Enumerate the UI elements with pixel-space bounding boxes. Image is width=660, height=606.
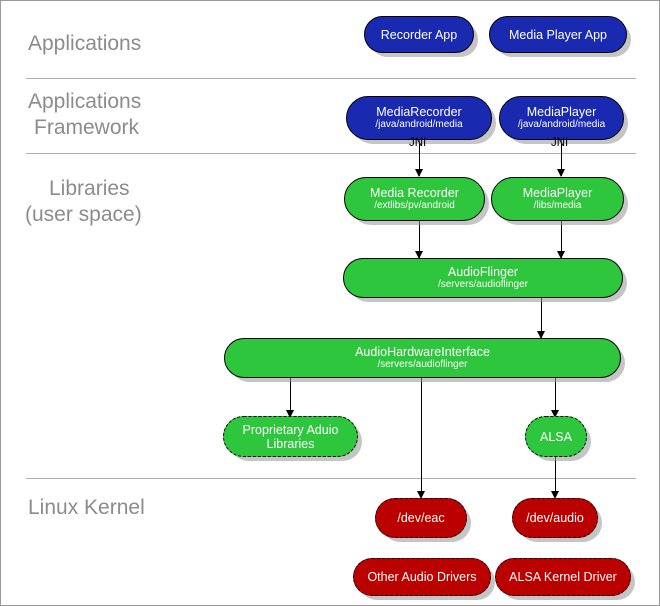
node-media-player-app[interactable]: Media Player App xyxy=(489,16,627,53)
node-audiohardwareinterface-subtitle: /servers/audioflinger xyxy=(377,359,468,370)
node-mediaplayer-lib-subtitle: /libs/media xyxy=(533,200,582,211)
connector-ahi-to-dev-eac xyxy=(421,377,423,496)
arrowhead-ahi-to-alsa xyxy=(551,410,559,418)
layer-label-libraries-line2: (user space) xyxy=(25,203,142,226)
node-audioflinger-subtitle: /servers/audioflinger xyxy=(437,279,529,290)
node-media-recorder-lib-title: Media Recorder xyxy=(370,186,459,200)
arrowhead-ahi-to-proprietary xyxy=(286,410,294,418)
node-recorder-app[interactable]: Recorder App xyxy=(364,16,474,53)
connector-mediaplayer-to-audioflinger xyxy=(561,221,563,258)
node-alsa-title: ALSA xyxy=(540,429,572,444)
node-other-audio-drivers[interactable]: Other Audio Drivers xyxy=(353,558,491,596)
node-proprietary-audio-libraries[interactable]: Proprietary Aduio Libraries xyxy=(223,416,358,457)
layer-divider-framework xyxy=(26,153,636,154)
node-dev-audio-title: /dev/audio xyxy=(526,511,584,525)
edge-label-jni-recorder: JNI xyxy=(409,137,427,149)
node-media-recorder-lib-subtitle: /extlibs/pv/android xyxy=(374,200,455,211)
layer-label-applications: Applications xyxy=(28,32,142,55)
arrowhead-alsa-to-dev-audio xyxy=(551,491,559,499)
layer-divider-applications xyxy=(26,78,636,79)
node-mediaplayer-framework[interactable]: MediaPlayer /java/android/media xyxy=(499,96,624,140)
arrowhead-audioflinger-to-ahi xyxy=(537,331,545,339)
connector-audioflinger-to-ahi xyxy=(541,298,543,338)
edge-label-jni-player: JNI xyxy=(551,137,569,149)
node-alsa-kernel-driver-title: ALSA Kernel Driver xyxy=(509,570,617,584)
arrowhead-media-recorder-to-audioflinger xyxy=(415,251,423,259)
node-alsa-kernel-driver[interactable]: ALSA Kernel Driver xyxy=(495,558,631,596)
node-media-recorder-lib[interactable]: Media Recorder /extlibs/pv/android xyxy=(344,177,485,221)
node-mediarecorder-framework-title: MediaRecorder xyxy=(376,105,462,119)
node-proprietary-audio-libraries-title: Proprietary Aduio xyxy=(242,422,339,437)
node-recorder-app-title: Recorder App xyxy=(380,27,458,42)
layer-label-libraries-line1: Libraries xyxy=(49,177,130,200)
connector-ahi-to-proprietary xyxy=(290,377,292,415)
node-mediaplayer-lib-title: MediaPlayer xyxy=(522,186,593,200)
layer-label-applications-framework-line2: Framework xyxy=(34,116,140,139)
node-mediarecorder-framework[interactable]: MediaRecorder /java/android/media xyxy=(346,96,492,140)
connector-ahi-to-alsa xyxy=(555,377,557,415)
node-audiohardwareinterface[interactable]: AudioHardwareInterface /servers/audiofli… xyxy=(224,338,621,378)
node-proprietary-audio-libraries-subtitle: Libraries xyxy=(266,436,315,451)
node-media-player-app-title: Media Player App xyxy=(509,27,607,42)
connector-alsa-to-dev-audio xyxy=(555,456,557,496)
arrowhead-mediaplayer-to-audioflinger xyxy=(557,251,565,259)
node-mediaplayer-framework-subtitle: /java/android/media xyxy=(517,119,606,130)
node-audiohardwareinterface-title: AudioHardwareInterface xyxy=(355,345,490,359)
connector-media-recorder-to-audioflinger xyxy=(419,221,421,258)
node-dev-eac[interactable]: /dev/eac xyxy=(375,498,467,538)
arrowhead-mediarecorder-to-lib xyxy=(415,169,423,177)
node-mediarecorder-framework-subtitle: /java/android/media xyxy=(375,119,463,130)
node-mediaplayer-framework-title: MediaPlayer xyxy=(526,105,597,119)
layer-label-linux-kernel: Linux Kernel xyxy=(28,496,145,519)
connector-mediarecorder-to-lib xyxy=(419,140,421,176)
node-audioflinger-title: AudioFlinger xyxy=(447,265,519,279)
arrowhead-mediaplayer-to-lib xyxy=(557,169,565,177)
node-alsa[interactable]: ALSA xyxy=(525,416,587,457)
node-mediaplayer-lib[interactable]: MediaPlayer /libs/media xyxy=(491,177,624,221)
layer-divider-kernel xyxy=(26,478,636,479)
connector-mediaplayer-to-lib xyxy=(561,140,563,176)
node-dev-eac-title: /dev/eac xyxy=(397,511,445,525)
layer-label-applications-framework-line1: Applications xyxy=(28,90,142,113)
arrowhead-ahi-to-dev-eac xyxy=(417,491,425,499)
node-dev-audio[interactable]: /dev/audio xyxy=(512,498,598,538)
node-audioflinger[interactable]: AudioFlinger /servers/audioflinger xyxy=(343,258,623,298)
node-other-audio-drivers-title: Other Audio Drivers xyxy=(367,570,477,584)
